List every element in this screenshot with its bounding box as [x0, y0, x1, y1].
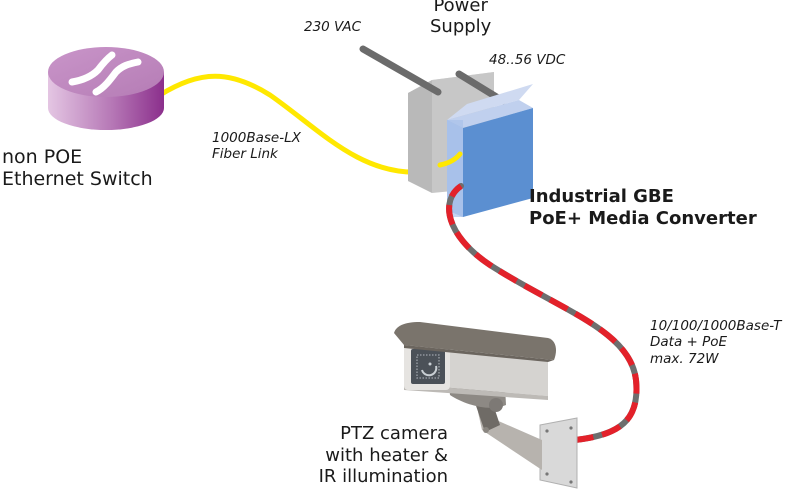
ethernet-switch-icon [48, 47, 164, 130]
power-supply-label: Power Supply [430, 0, 491, 37]
switch-label-line-2: Ethernet Switch [2, 168, 153, 191]
copper-label-line-3: max. 72W [650, 350, 719, 367]
power-supply-label-line-1: Power [433, 0, 488, 16]
media-converter-icon [447, 84, 533, 217]
fiber-label-line-2: Fiber Link [212, 145, 278, 162]
dc-output-label: 48..56 VDC [489, 52, 566, 68]
copper-link-label: 10/100/1000Base-T Data + PoE max. 72W [650, 318, 781, 367]
media-converter-label: Industrial GBE PoE+ Media Converter [529, 186, 757, 230]
converter-label-line-2: PoE+ Media Converter [529, 207, 757, 229]
copper-label-line-2: Data + PoE [650, 334, 728, 351]
power-supply-label-line-2: Supply [430, 15, 492, 37]
fiber-label-line-1: 1000Base-LX [212, 130, 301, 146]
copper-poe-cable-stripe [446, 183, 640, 443]
camera-label-line-2: with heater & [325, 444, 448, 466]
ac-input-cable [359, 45, 442, 96]
copper-label-line-1: 10/100/1000Base-T [650, 318, 782, 334]
fiber-link-label: 1000Base-LX Fiber Link [212, 130, 301, 163]
switch-label: non POE Ethernet Switch [2, 146, 153, 191]
camera-label-line-3: IR illumination [318, 466, 448, 488]
ptz-camera-icon [394, 322, 578, 489]
converter-label-line-1: Industrial GBE [529, 186, 674, 207]
switch-label-line-1: non POE [2, 146, 83, 168]
camera-label-line-1: PTZ camera [340, 423, 448, 444]
camera-label: PTZ camera with heater & IR illumination [300, 423, 448, 488]
ac-input-label: 230 VAC [304, 19, 362, 35]
